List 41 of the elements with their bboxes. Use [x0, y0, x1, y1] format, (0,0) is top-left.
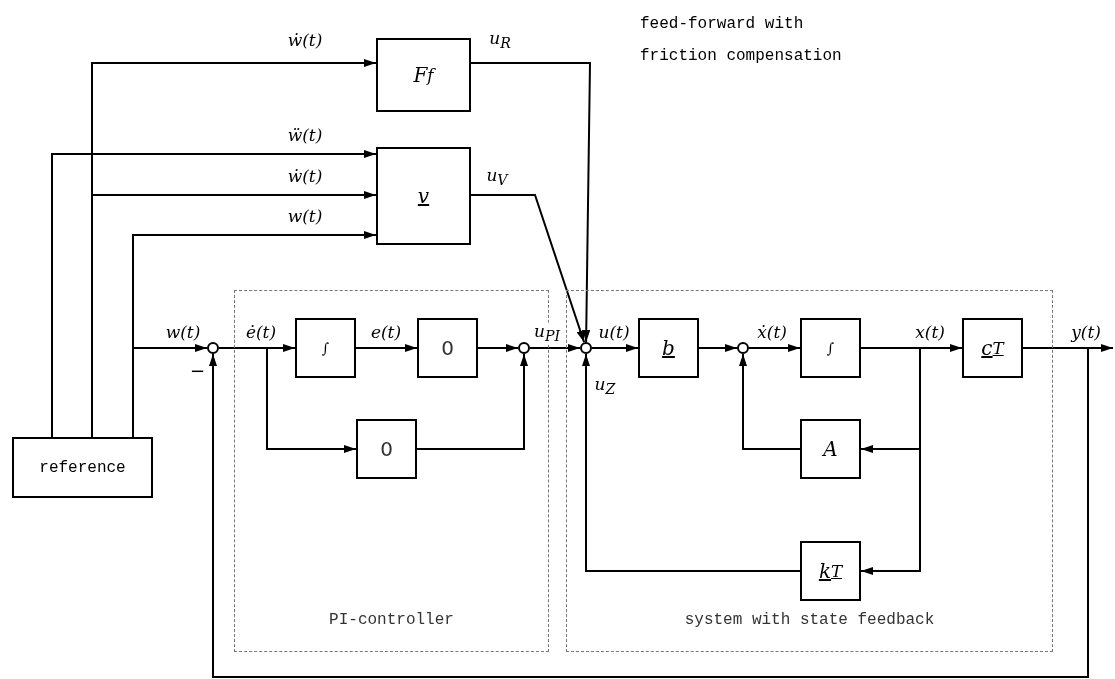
dashed-group-frame [566, 290, 1053, 652]
signal-label: w(t) [164, 323, 202, 341]
signal-label: ė(t) [244, 323, 278, 341]
signal-arrow [209, 347, 1089, 678]
signal-arrow [739, 353, 801, 450]
signal-label: u$_{PI}$ [532, 322, 562, 344]
gain-block: 0 [356, 419, 417, 479]
transfer-block: v [376, 147, 471, 245]
signal-arrow [748, 344, 801, 352]
system-matrix-block: A [800, 419, 861, 479]
group-title: system with state feedback [684, 611, 935, 629]
signal-label: ẇ(t) [286, 167, 324, 185]
signal-arrow [591, 344, 639, 352]
signal-arrow [355, 344, 418, 352]
signal-arrow [470, 62, 591, 343]
signal-arrow [477, 344, 519, 352]
signal-arrow [529, 344, 581, 352]
signal-arrow [51, 150, 377, 438]
signal-label: e(t) [369, 323, 403, 341]
signal-label: x(t) [914, 323, 946, 341]
signal-label: u(t) [597, 323, 631, 341]
signal-label: ẋ(t) [756, 323, 788, 341]
reference-box: reference [12, 437, 153, 498]
signal-arrow [132, 344, 208, 438]
signal-label: w(t) [286, 207, 324, 225]
signal-label: y(t) [1070, 323, 1102, 341]
signal-arrow [470, 194, 586, 344]
signal-label: ẅ(t) [286, 126, 324, 144]
note-text: feed-forward with friction compensation [640, 14, 843, 67]
signal-arrow [416, 353, 528, 450]
input-vector-block: b [638, 318, 699, 378]
minus-sign: − [190, 360, 206, 381]
group-title: PI-controller [329, 611, 454, 629]
integrator-block: ∫ [295, 318, 356, 378]
integrator-block: ∫ [800, 318, 861, 378]
signal-arrow [698, 344, 738, 352]
signal-arrow [218, 347, 357, 453]
signal-label: ẇ(t) [286, 31, 324, 49]
gain-block: 0 [417, 318, 478, 378]
signal-arrow [860, 347, 921, 575]
signal-arrow [582, 353, 801, 572]
